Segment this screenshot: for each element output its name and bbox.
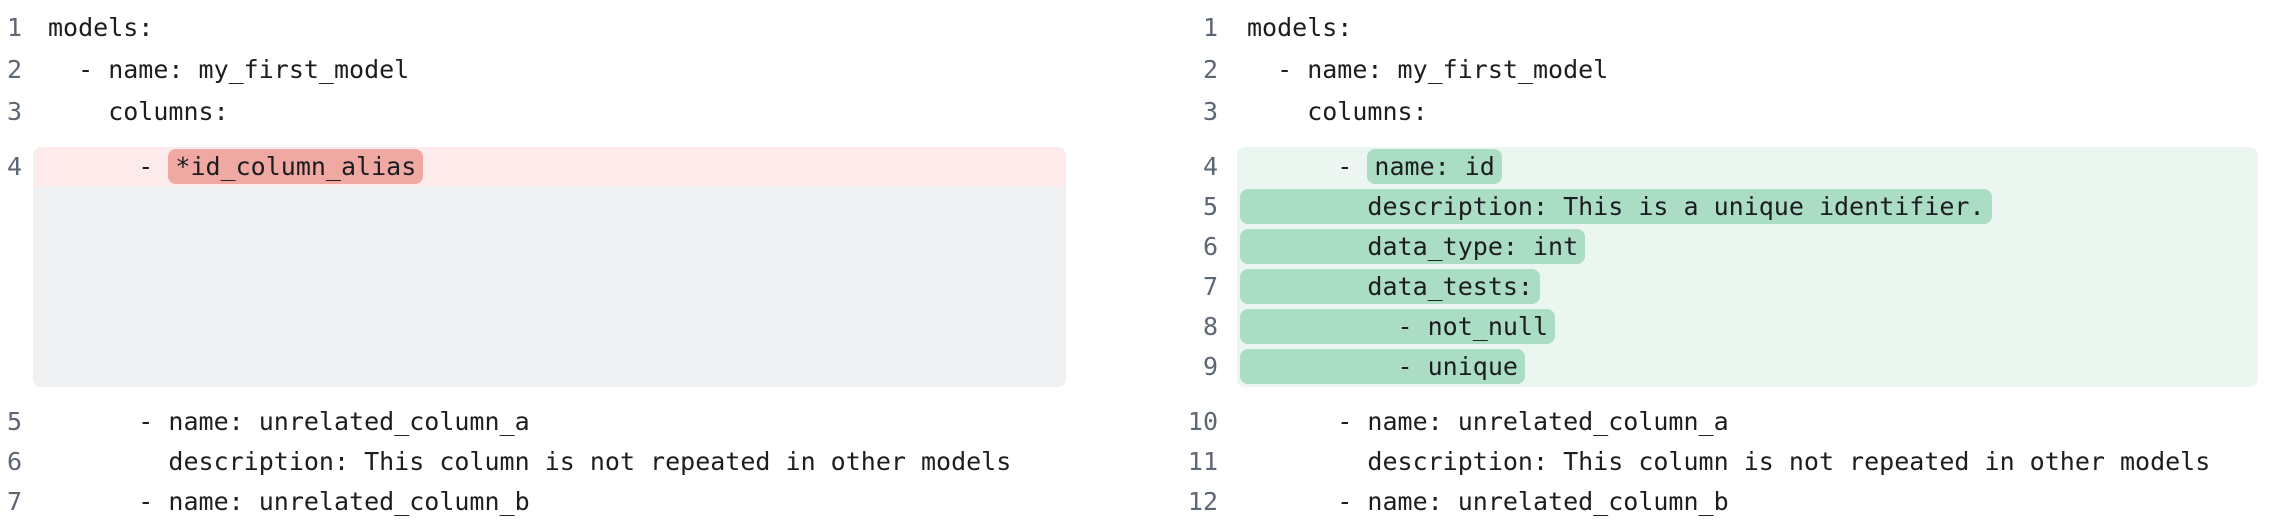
code-text: - name: my_first_model	[1247, 55, 1609, 84]
code-line: 3 columns:	[1139, 91, 2258, 133]
code-text: - name: unrelated_column_a	[1247, 407, 1729, 436]
code-line: 6 description: This column is not repeat…	[0, 442, 1066, 482]
code-line: 7 - name: unrelated_column_b	[0, 482, 1066, 522]
code-text: models:	[1247, 13, 1353, 42]
line-number: 4	[6, 152, 22, 181]
line-number: 3	[1202, 97, 1218, 126]
code-line: 8 - not_null	[1139, 307, 2258, 347]
code-text: models:	[48, 13, 154, 42]
added-text-highlight: data_tests:	[1240, 269, 1540, 304]
code-text: description: This is a unique identifier…	[1237, 187, 2258, 227]
diff-filler-row	[0, 187, 1066, 387]
line-number: 5	[6, 407, 22, 436]
code-line: 11 description: This column is not repea…	[1139, 442, 2258, 482]
code-text: columns:	[1247, 97, 1428, 126]
line-number: 2	[1202, 55, 1218, 84]
line-number	[0, 187, 22, 387]
added-text-highlight: - not_null	[1240, 309, 1556, 344]
line-number: 2	[6, 55, 22, 84]
code-line: 4 - *id_column_alias	[0, 147, 1066, 187]
line-number: 8	[1202, 312, 1218, 341]
code-text: - not_null	[1237, 307, 2258, 347]
line-number: 6	[6, 447, 22, 476]
code-line: 1 models:	[0, 7, 1066, 49]
code-text: columns:	[48, 97, 229, 126]
code-text: - *id_column_alias	[33, 147, 1066, 187]
line-number: 11	[1187, 447, 1218, 476]
line-number: 10	[1187, 407, 1218, 436]
added-text-highlight: - unique	[1240, 349, 1525, 384]
code-line: 1 models:	[1139, 7, 2258, 49]
code-text: description: This column is not repeated…	[48, 447, 1012, 476]
line-number: 1	[1202, 13, 1218, 42]
code-line: 9 - unique	[1139, 347, 2258, 387]
code-text: - name: unrelated_column_a	[48, 407, 530, 436]
line-number: 7	[6, 487, 22, 516]
line-number: 4	[1202, 152, 1218, 181]
line-number: 6	[1202, 232, 1218, 261]
code-line: 3 columns:	[0, 91, 1066, 133]
removed-text-highlight: *id_column_alias	[168, 149, 424, 184]
line-number: 1	[6, 13, 22, 42]
line-number: 7	[1202, 272, 1218, 301]
code-line: 4 - name: id	[1139, 147, 2258, 187]
line-number: 9	[1202, 352, 1218, 381]
code-line: 2 - name: my_first_model	[1139, 49, 2258, 91]
code-text: data_type: int	[1237, 227, 2258, 267]
code-line: 5 description: This is a unique identifi…	[1139, 187, 2258, 227]
code-line: 10 - name: unrelated_column_a	[1139, 402, 2258, 442]
added-text-highlight: name: id	[1367, 149, 1502, 184]
code-line: 2 - name: my_first_model	[0, 49, 1066, 91]
line-number: 3	[6, 97, 22, 126]
code-line: 7 data_tests:	[1139, 267, 2258, 307]
line-number: 12	[1187, 487, 1218, 516]
code-text: data_tests:	[1237, 267, 2258, 307]
code-line: 5 - name: unrelated_column_a	[0, 402, 1066, 442]
line-number: 5	[1202, 192, 1218, 221]
code-line: 6 data_type: int	[1139, 227, 2258, 267]
added-text-highlight: description: This is a unique identifier…	[1240, 189, 1992, 224]
code-text: description: This column is not repeated…	[1247, 447, 2211, 476]
added-text-highlight: data_type: int	[1240, 229, 1586, 264]
code-text: - name: unrelated_column_b	[48, 487, 530, 516]
code-text: - name: unrelated_column_b	[1247, 487, 1729, 516]
filler-block	[33, 187, 1066, 387]
code-text: - name: id	[1237, 147, 2258, 187]
code-line: 12 - name: unrelated_column_b	[1139, 482, 2258, 522]
code-text: - unique	[1237, 347, 2258, 387]
code-text: - name: my_first_model	[48, 55, 410, 84]
